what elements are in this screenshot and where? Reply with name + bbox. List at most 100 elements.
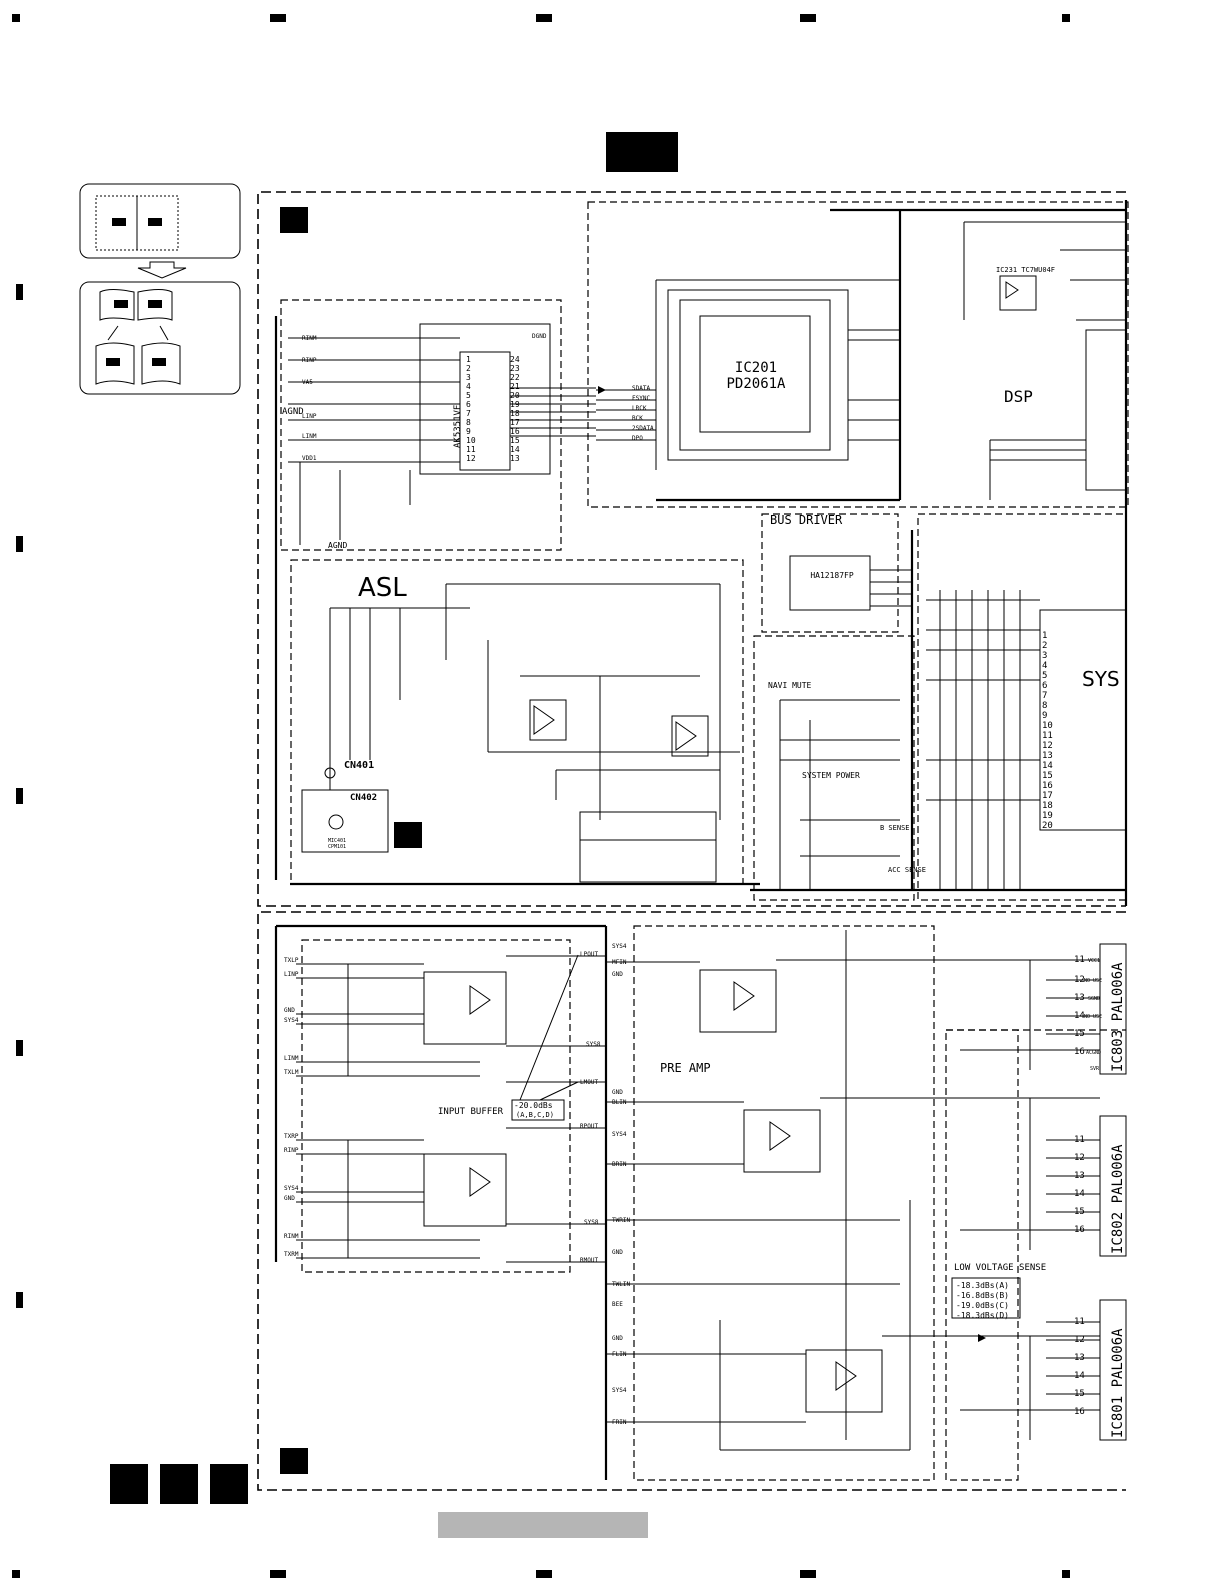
svg-text:ACGND: ACGND [1086,1050,1101,1056]
svg-text:GND: GND [612,1335,623,1342]
svg-text:SYS8: SYS8 [584,1219,599,1226]
cn401-label: CN401 [344,760,374,771]
power-sense-block: NAVI MUTE SYSTEM POWER B SENSE ACC SENSE [750,635,1126,901]
svg-text:14: 14 [1042,761,1053,771]
svg-text:TXRM: TXRM [284,1251,299,1258]
svg-text:SDATA: SDATA [632,385,650,392]
svg-text:GND: GND [284,1007,295,1014]
svg-text:SYS4: SYS4 [612,943,627,950]
ic101-part: AK5351VF [453,405,463,448]
svg-text:SVR: SVR [1090,1066,1100,1072]
svg-text:17: 17 [1042,791,1053,801]
svg-text:3: 3 [466,373,471,382]
svg-text:SYS4: SYS4 [284,1185,299,1192]
sheet-marker-asl [394,822,422,848]
input-left-nets: TXLP LINP GND SYS4 LINM TXLM [284,957,299,1076]
sense-level-d: -18.3dBs(D) [956,1311,1009,1320]
adc-block: AK5351VF AGND AGND DGND RINM RINP VA5 LI… [274,299,656,880]
cpm101-label: CPM101 [328,844,346,850]
svg-text:16: 16 [1074,1407,1085,1417]
mic401-label: MIC401 [328,838,346,844]
svg-text:1: 1 [466,355,471,364]
sense-level-a: -18.3dBs(A) [956,1281,1009,1290]
ic141-label: HA12187FP [810,571,854,580]
svg-text:RINM: RINM [284,1233,299,1240]
agnd-bottom-label: AGND [328,541,347,550]
ic803-pins: 11 12 13 14 15 16 [1074,955,1085,1057]
svg-text:LINM: LINM [302,433,317,440]
svg-text:10: 10 [1042,721,1053,731]
svg-text:5: 5 [1042,671,1047,681]
svg-text:NO USE: NO USE [1084,978,1102,984]
ic803-label: IC803 PAL006A [1110,962,1126,1072]
svg-text:DPO: DPO [632,435,643,442]
svg-text:1: 1 [1042,631,1047,641]
svg-text:RINP: RINP [284,1147,299,1154]
svg-text:11: 11 [1042,731,1053,741]
ic201-ref: IC201 [735,360,777,376]
svg-text:15: 15 [1042,771,1053,781]
svg-text:SYS4: SYS4 [612,1131,627,1138]
svg-text:10: 10 [466,436,476,445]
sheet-layout-key [79,183,241,395]
sys-pin-numbers: 1 2 3 4 5 6 7 8 9 10 11 12 13 14 15 16 1… [1042,631,1053,831]
svg-text:TXLM: TXLM [284,1069,299,1076]
svg-text:18: 18 [510,409,520,418]
svg-text:LINP: LINP [284,971,299,978]
svg-text:15: 15 [510,436,520,445]
svg-text:18: 18 [1042,801,1053,811]
svg-text:20: 20 [510,391,520,400]
svg-text:2SDATA: 2SDATA [632,425,654,432]
svg-text:22: 22 [510,373,520,382]
svg-text:7: 7 [466,409,471,418]
svg-text:24: 24 [510,355,520,364]
svg-text:RINP: RINP [302,357,317,364]
cn402-label: CN402 [350,793,377,803]
svg-text:TXRP: TXRP [284,1133,299,1140]
ic101-pins-right: 24 23 22 21 20 19 18 17 16 15 14 13 [510,355,520,463]
sys-label: SYS [1082,667,1120,691]
dsp-label: DSP [1004,387,1033,406]
svg-text:3: 3 [1042,651,1047,661]
input-buffer-label: INPUT BUFFER [438,1107,504,1117]
input-buffer-block: INPUT BUFFER -20.0dBs (A,B,C,D) TXLP LIN… [274,924,608,1480]
ic231-label: IC231 TC7WU04F [996,266,1055,274]
title-block [606,132,678,172]
dsp-bus-labels: SDATA FSYNC LRCK BCK 2SDATA DPO [632,385,654,442]
svg-text:12: 12 [466,454,476,463]
svg-text:RPOUT: RPOUT [580,1123,598,1130]
svg-text:LINM: LINM [284,1055,299,1062]
page-tabs [110,1464,248,1504]
dgnd-label: DGND [532,333,547,340]
svg-text:TXLP: TXLP [284,957,299,964]
ic201-part: PD2061A [726,376,786,392]
svg-text:4: 4 [1042,661,1047,671]
svg-text:BEE: BEE [612,1301,623,1308]
svg-text:6: 6 [466,400,471,409]
svg-text:2: 2 [466,364,471,373]
svg-text:GND: GND [284,1195,295,1202]
buffer-cases: (A,B,C,D) [516,1111,554,1119]
svg-text:8: 8 [466,418,471,427]
sheet-marker-upper [280,207,308,233]
svg-text:13: 13 [510,454,520,463]
svg-text:21: 21 [510,382,520,391]
svg-text:19: 19 [510,400,520,409]
preamp-block: PRE AMP SYS4 MFIN GND GND BLIN SYS4 BRIN… [606,925,1100,1481]
svg-text:6: 6 [1042,681,1047,691]
frame-upper [257,191,1126,907]
svg-text:8: 8 [1042,701,1047,711]
ic801-pins: 11 12 13 14 15 16 [1074,1317,1085,1417]
svg-text:RMOUT: RMOUT [580,1257,598,1264]
svg-text:14: 14 [510,445,520,454]
svg-text:19: 19 [1042,811,1053,821]
svg-text:SYS4: SYS4 [284,1017,299,1024]
svg-text:16: 16 [1042,781,1053,791]
svg-text:11: 11 [466,445,476,454]
svg-text:23: 23 [510,364,520,373]
svg-text:LRCK: LRCK [632,405,647,412]
registration-marks [12,14,1070,1578]
svg-text:VA5: VA5 [302,379,313,386]
acc-sense-label: ACC SENSE [888,866,926,874]
